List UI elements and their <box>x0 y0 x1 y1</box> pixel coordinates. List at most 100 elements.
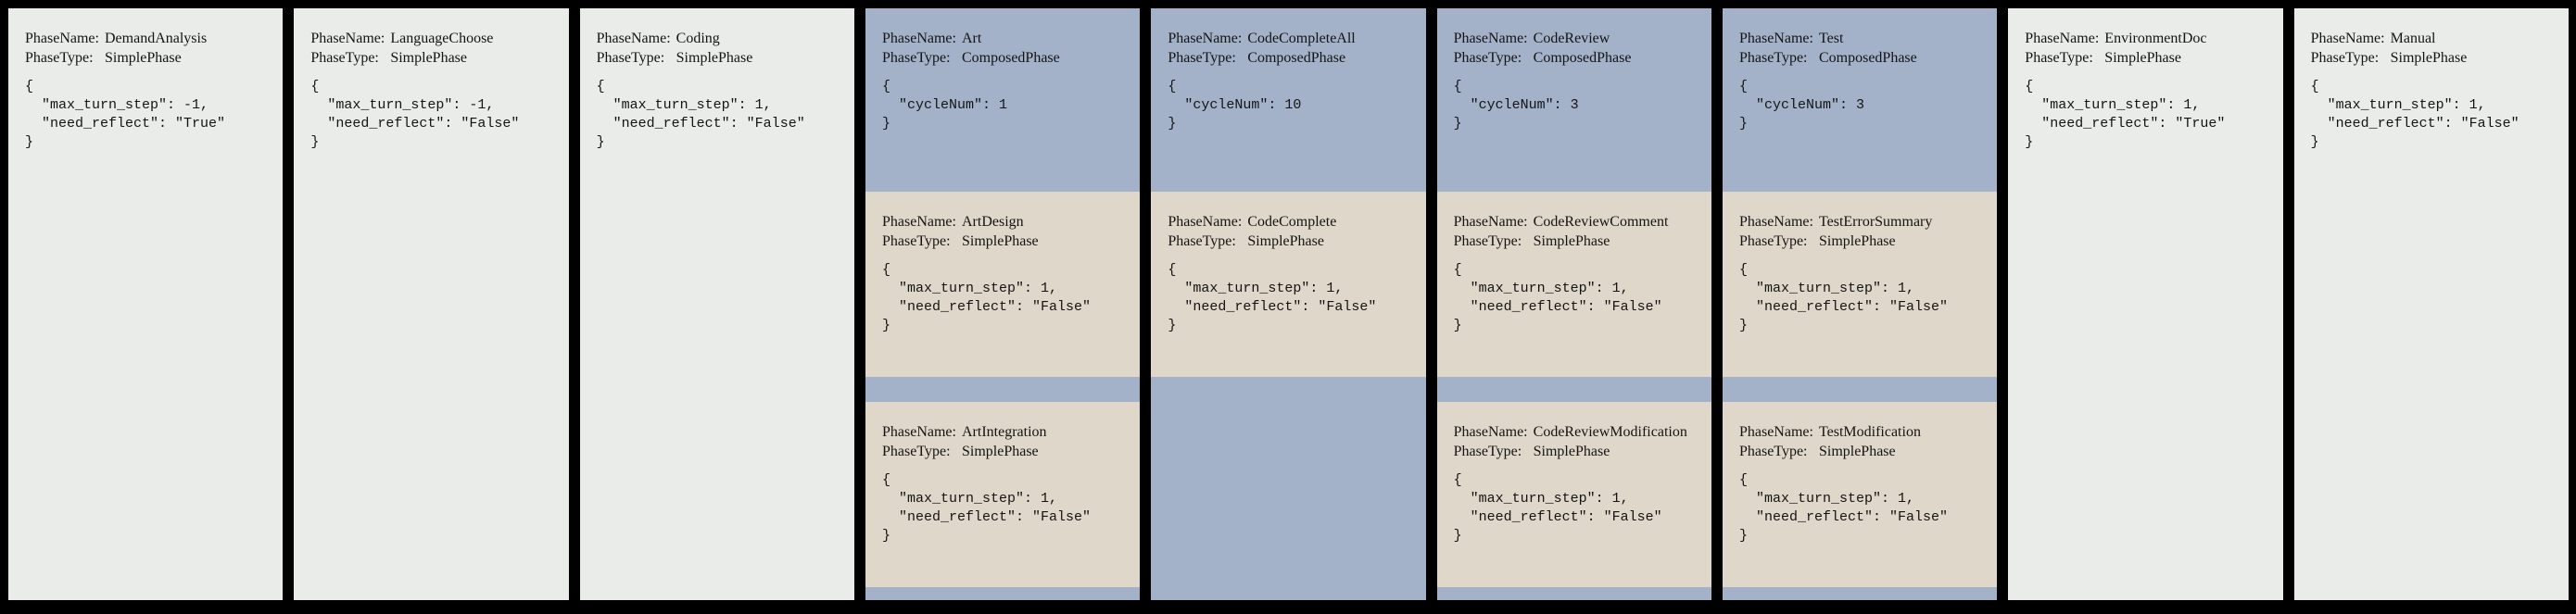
phase-type-label: PhaseType: <box>1453 444 1522 459</box>
phase-name-row: PhaseName: ArtDesign <box>865 212 1140 232</box>
phase-name-label: PhaseName: <box>881 214 956 230</box>
phase-type-label: PhaseType: <box>881 50 951 66</box>
phase-name-label: PhaseName: <box>881 424 956 440</box>
phase-name-label: PhaseName: <box>1738 424 1813 440</box>
phase-type-value: SimplePhase <box>1818 444 1896 459</box>
phase-config-json: { "max_turn_step": 1, "need_reflect": "F… <box>596 79 805 150</box>
phase-name-label: PhaseName: <box>2310 31 2385 46</box>
phase-name-label: PhaseName: <box>1738 214 1813 230</box>
phase-name-label: PhaseName: <box>1168 214 1243 230</box>
phase-type-label: PhaseType: <box>1168 233 1236 249</box>
phase-type-value: SimplePhase <box>2390 50 2468 66</box>
phase-type-row: PhaseType: SimplePhase <box>865 442 1140 461</box>
phase-name-label: PhaseName: <box>1453 424 1528 440</box>
phase-name-row: PhaseName:Manual <box>2294 29 2569 48</box>
phase-config-json: { "cycleNum": 1 } <box>881 79 1008 132</box>
phase-type-row: PhaseType:SimplePhase <box>580 48 854 68</box>
phase-type-row: PhaseType: ComposedPhase <box>1151 48 1425 68</box>
phase-type-value: ComposedPhase <box>1247 50 1346 66</box>
phase-name-row: PhaseName: TestErrorSummary <box>1723 212 1997 232</box>
phase-name-row: PhaseName:CodeReviewComment <box>1437 212 1711 232</box>
phase-config-json: { "max_turn_step": -1, "need_reflect": "… <box>25 79 226 150</box>
phase-type-label: PhaseType: <box>1168 50 1236 66</box>
phase-name-row: PhaseName:CodeCompleteAll <box>1151 29 1425 48</box>
phase-name-value: CodeReview <box>1533 31 1610 46</box>
phase-type-row: PhaseType: ComposedPhase <box>865 48 1140 68</box>
phase-name-row: PhaseName:Test <box>1723 29 1997 48</box>
phase-name-row: PhaseName:CodeReview <box>1437 29 1711 48</box>
phase-type-label: PhaseType: <box>1738 233 1808 249</box>
phase-name-row: PhaseName:DemandAnalysis <box>8 29 283 48</box>
phase-type-label: PhaseType: <box>881 444 951 459</box>
phase-type-value: SimplePhase <box>2104 50 2181 66</box>
phase-config-json: { "max_turn_step": -1, "need_reflect": "… <box>310 79 520 150</box>
phase-type-label: PhaseType: <box>1738 50 1808 66</box>
phase-config-json: { "max_turn_step": 1, "need_reflect": "F… <box>1168 262 1377 333</box>
phase-type-label: PhaseType: <box>310 50 379 66</box>
phase-config-json: { "max_turn_step": 1, "need_reflect": "F… <box>1453 262 1662 333</box>
phase-config-json: { "max_turn_step": 1, "need_reflect": "F… <box>1738 262 1949 333</box>
phase-type-value: SimplePhase <box>961 233 1039 249</box>
phase-config-json: { "max_turn_step": 1, "need_reflect": "F… <box>881 472 1092 544</box>
phase-type-label: PhaseType: <box>2310 50 2380 66</box>
phase-name-label: PhaseName: <box>310 31 385 46</box>
phase-config-json: { "cycleNum": 3 } <box>1453 79 1579 132</box>
phase-name-value: CodeComplete <box>1247 214 1337 230</box>
phase-name-row: PhaseName: ArtIntegration <box>865 422 1140 442</box>
phase-type-value: ComposedPhase <box>1818 50 1917 66</box>
phase-name-label: PhaseName: <box>596 31 671 46</box>
phase-name-row: PhaseName:CodeReviewModification <box>1437 422 1711 442</box>
phase-type-row: PhaseType: SimplePhase <box>294 48 568 68</box>
phase-type-row: PhaseType: ComposedPhase <box>1723 48 1997 68</box>
phase-config-json: { "max_turn_step": 1, "need_reflect": "F… <box>1738 472 1949 544</box>
phase-type-row: PhaseType: SimplePhase <box>1437 442 1711 461</box>
phase-name-value: EnvironmentDoc <box>2104 31 2207 46</box>
phase-type-row: PhaseType:ComposedPhase <box>1437 48 1711 68</box>
phase-name-value: TestErrorSummary <box>1818 214 1933 230</box>
phase-type-value: SimplePhase <box>676 50 753 66</box>
phase-type-value: SimplePhase <box>1533 444 1610 459</box>
phase-type-value: SimplePhase <box>1533 233 1610 249</box>
phase-type-value: ComposedPhase <box>961 50 1060 66</box>
phase-name-label: PhaseName: <box>881 31 956 46</box>
phase-name-label: PhaseName: <box>1168 31 1243 46</box>
phase-name-value: Coding <box>676 31 720 46</box>
phase-type-label: PhaseType: <box>2025 50 2093 66</box>
phase-name-row: PhaseName:TestModification <box>1723 422 1997 442</box>
phase-type-value: SimplePhase <box>390 50 467 66</box>
phase-name-value: ArtIntegration <box>961 424 1047 440</box>
phase-name-value: ArtDesign <box>961 214 1024 230</box>
phase-type-row: PhaseType:SimplePhase <box>1723 232 1997 251</box>
phase-config-json: { "max_turn_step": 1, "need_reflect": "T… <box>2025 79 2226 150</box>
phase-name-row: PhaseName: Coding <box>580 29 854 48</box>
phase-name-value: LanguageChoose <box>390 31 494 46</box>
phase-type-value: SimplePhase <box>961 444 1039 459</box>
phase-type-value: ComposedPhase <box>1533 50 1632 66</box>
phase-type-value: SimplePhase <box>1247 233 1324 249</box>
phase-config-json: { "max_turn_step": 1, "need_reflect": "F… <box>2310 79 2519 150</box>
phase-type-row: PhaseType: SimplePhase <box>2294 48 2569 68</box>
